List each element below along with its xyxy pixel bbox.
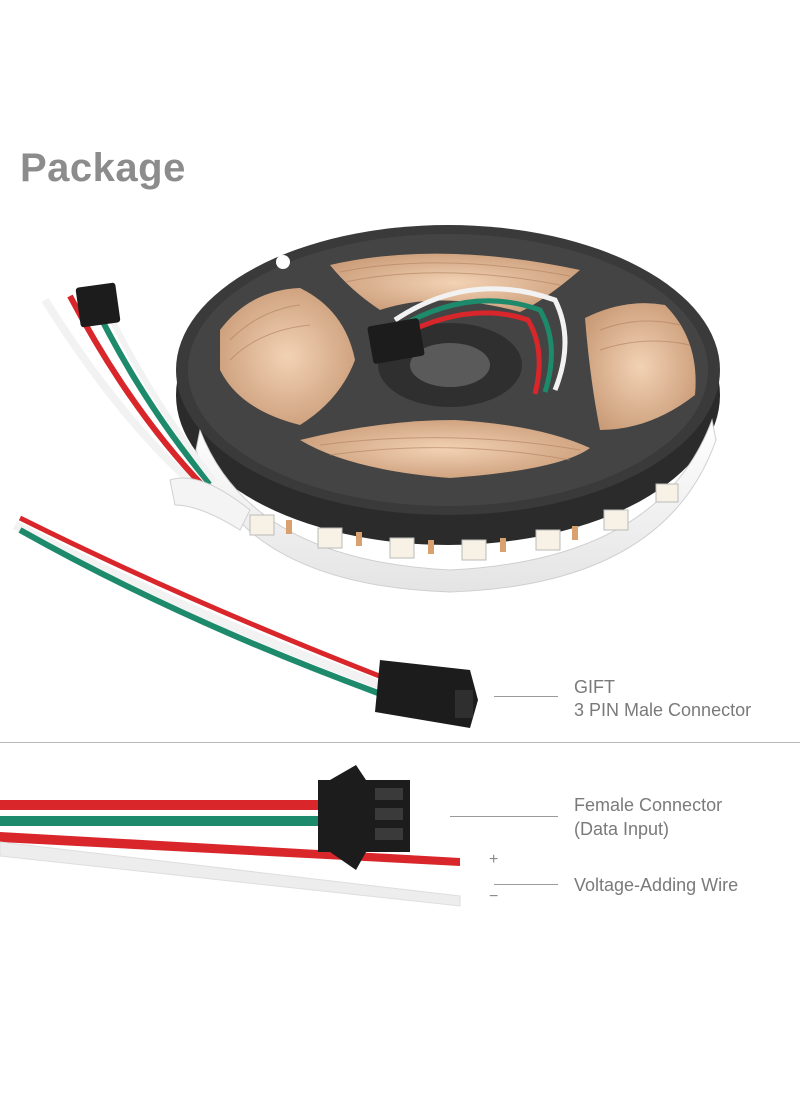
gift-connector-illustration: [12, 515, 478, 728]
female-leader-line: [450, 816, 558, 817]
led-chips: [249, 483, 679, 561]
plus-sign: +: [489, 851, 499, 868]
led-strip-reel: [176, 225, 720, 593]
minus-sign: −: [489, 888, 499, 905]
female-connector-illustration: [0, 765, 461, 907]
voltage-leader-line: [494, 884, 558, 885]
gift-leader-line: [494, 696, 558, 697]
data-input-label: (Data Input): [574, 819, 670, 839]
gift-label: GIFT: [574, 677, 615, 697]
voltage-wire-label: Voltage-Adding Wire: [574, 875, 739, 895]
page-title: Package: [20, 146, 186, 190]
section-divider: [0, 742, 800, 743]
gift-connector-label: 3 PIN Male Connector: [574, 700, 752, 720]
female-connector-label: Female Connector: [574, 795, 723, 815]
input-lead-wires: [41, 282, 251, 531]
